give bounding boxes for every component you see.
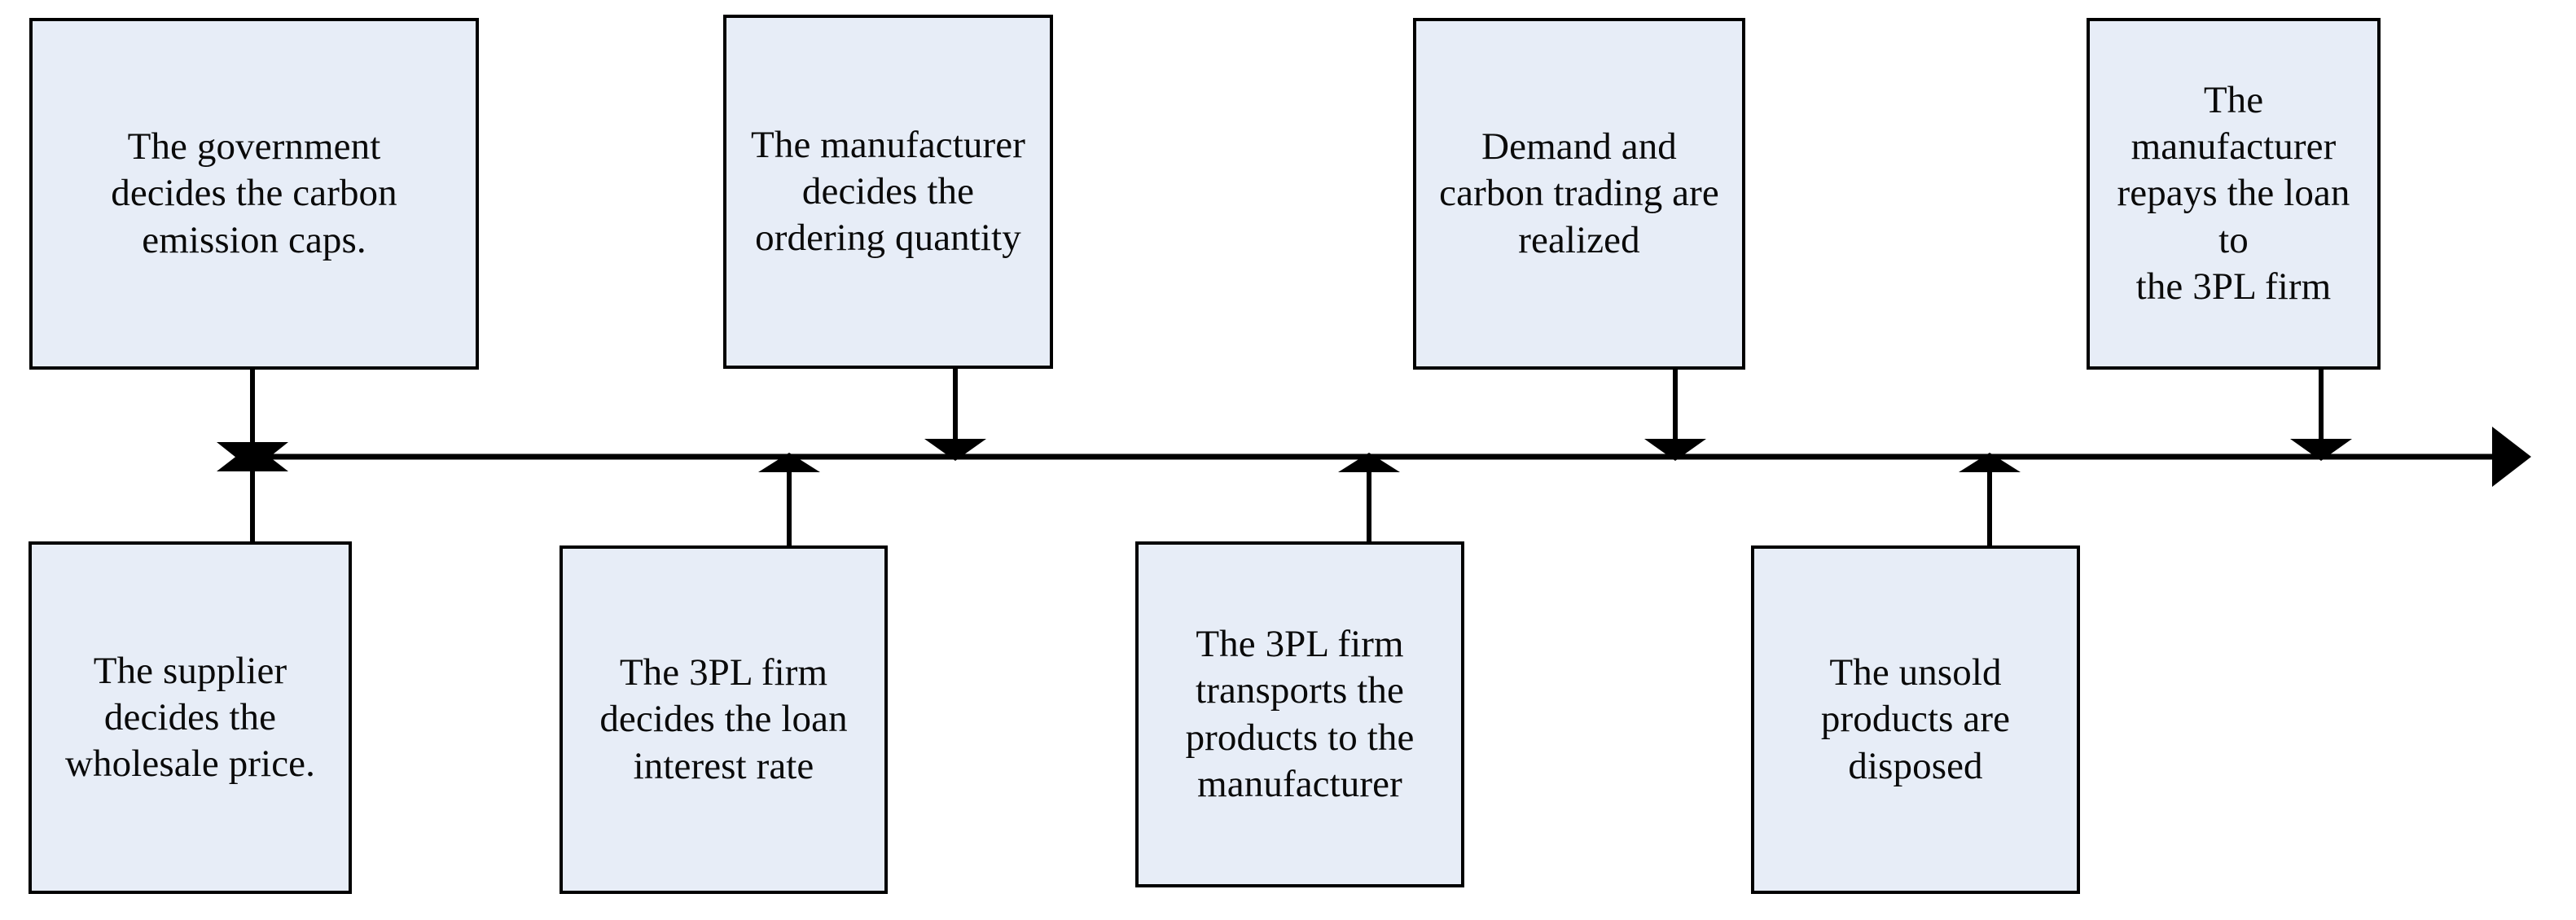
up-arrowhead-icon-unsold-disposed — [1959, 453, 2021, 472]
down-arrowhead-icon-manufacturer-repay — [2290, 439, 2352, 461]
node-label-unsold-disposed: The unsold products are disposed — [1820, 651, 2011, 787]
node-label-supplier-wholesale-price: The supplier decides the wholesale price… — [65, 649, 315, 786]
node-box-manufacturer-repay[interactable]: The manufacturer repays the loan to the … — [2087, 18, 2381, 370]
node-label-3pl-interest-rate: The 3PL firm decides the loan interest r… — [599, 651, 848, 787]
node-box-government-caps[interactable]: The government decides the carbon emissi… — [29, 18, 479, 370]
down-arrowhead-icon-manufacturer-order — [924, 439, 986, 461]
up-arrowhead-icon-3pl-transport — [1338, 453, 1400, 472]
node-box-manufacturer-order[interactable]: The manufacturer decides the ordering qu… — [723, 15, 1053, 369]
node-label-3pl-transport: The 3PL firm transports the products to … — [1185, 622, 1415, 805]
node-box-supplier-wholesale-price[interactable]: The supplier decides the wholesale price… — [29, 541, 352, 894]
node-label-manufacturer-order: The manufacturer decides the ordering qu… — [751, 123, 1025, 260]
down-arrowhead-icon-demand-carbon-trading — [1644, 439, 1706, 461]
node-box-unsold-disposed[interactable]: The unsold products are disposed — [1751, 545, 2080, 894]
node-label-government-caps: The government decides the carbon emissi… — [111, 125, 397, 261]
node-box-3pl-transport[interactable]: The 3PL firm transports the products to … — [1135, 541, 1464, 887]
up-arrowhead-icon-3pl-interest-rate — [758, 453, 820, 472]
up-arrowhead-icon-supplier-wholesale-price — [217, 444, 288, 471]
node-box-3pl-interest-rate[interactable]: The 3PL firm decides the loan interest r… — [560, 545, 888, 894]
down-arrowhead-icon-government-caps — [217, 442, 288, 471]
node-box-demand-carbon-trading[interactable]: Demand and carbon trading are realized — [1413, 18, 1745, 370]
node-label-manufacturer-repay: The manufacturer repays the loan to the … — [2117, 78, 2350, 308]
node-label-demand-carbon-trading: Demand and carbon trading are realized — [1439, 125, 1719, 261]
timeline-end-arrowhead-icon — [2492, 427, 2531, 487]
